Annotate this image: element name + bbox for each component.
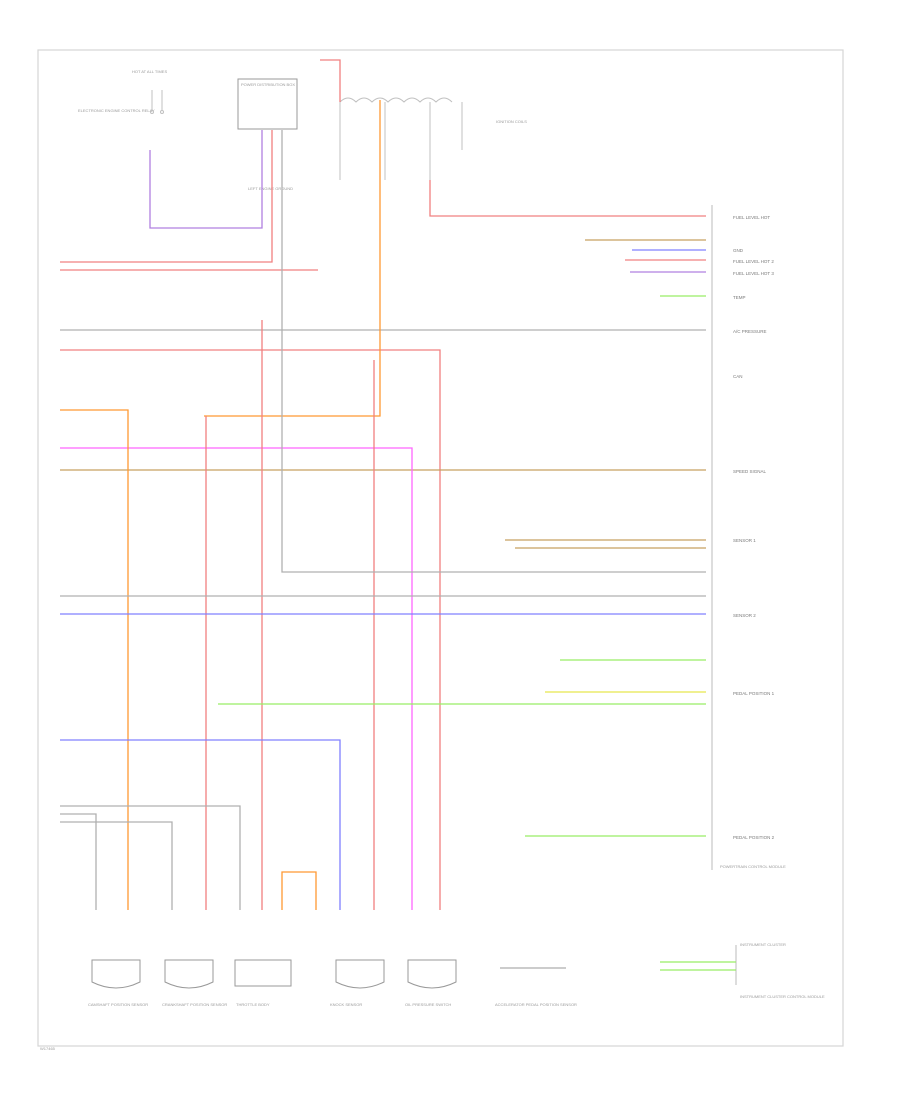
component-box-5 xyxy=(407,959,457,989)
component-label-3: THROTTLE BODY xyxy=(236,1002,270,1007)
wire-gray-rail-3 xyxy=(281,130,706,573)
fuse-symbols xyxy=(150,90,164,114)
wire-red-top xyxy=(429,180,706,217)
wire-red-rail-1 xyxy=(60,130,273,263)
wire-pink-rail xyxy=(60,447,413,910)
junction-box xyxy=(237,78,298,130)
relay-label: ELECTRONIC ENGINE CONTROL RELAY xyxy=(78,108,155,113)
component-label-5: OIL PRESSURE SWITCH xyxy=(405,1002,451,1007)
instrument-cluster: INSTRUMENT CLUSTER INSTRUMENT CLUSTER CO… xyxy=(660,942,825,999)
diagram-frame xyxy=(37,49,844,1047)
pin-label-9: SENSOR 1 xyxy=(733,538,756,543)
component-box-1 xyxy=(91,959,141,989)
pin-label-5: TEMP xyxy=(733,295,746,300)
ignition-label: IGNITION COILS xyxy=(496,119,527,124)
pin-label-4: FUEL LEVEL HOT 3 xyxy=(733,271,774,276)
bottom-components xyxy=(91,959,566,989)
pin-label-1: FUEL LEVEL HOT xyxy=(733,215,770,220)
component-box-2 xyxy=(164,959,214,989)
cluster-caption: INSTRUMENT CLUSTER CONTROL MODULE xyxy=(740,994,825,999)
wire-gray-bottom-2 xyxy=(60,813,97,910)
junction-label: POWER DISTRIBUTION BOX xyxy=(241,82,295,87)
pin-label-12: PEDAL POSITION 2 xyxy=(733,835,775,840)
component-label-6: ACCELERATOR PEDAL POSITION SENSOR xyxy=(495,1002,577,1007)
wires xyxy=(60,59,706,910)
wire-gray-bottom-3 xyxy=(60,821,173,910)
pin-label-7: CAN xyxy=(733,374,743,379)
fuse-label: HOT AT ALL TIMES xyxy=(132,69,167,74)
component-label-1: CAMSHAFT POSITION SENSOR xyxy=(88,1002,148,1007)
pin-label-6: A/C PRESSURE xyxy=(733,329,767,334)
wire-red-rail-3 xyxy=(60,349,441,910)
bottom-labels: CAMSHAFT POSITION SENSOR CRANKSHAFT POSI… xyxy=(88,1002,577,1007)
wire-blue-2 xyxy=(60,739,341,910)
ignition-coil-chain xyxy=(339,97,463,180)
figure-code: W17465 xyxy=(40,1046,56,1051)
wire-orange-knock xyxy=(281,871,317,910)
ground-label: LEFT ENGINE GROUND xyxy=(248,186,293,191)
module-connector: POWERTRAIN CONTROL MODULE xyxy=(711,205,786,870)
component-label-4: KNOCK SENSOR xyxy=(330,1002,362,1007)
module-caption: POWERTRAIN CONTROL MODULE xyxy=(720,864,786,869)
wire-violet-relay xyxy=(149,130,263,229)
wire-gray-bottom-1 xyxy=(60,805,241,910)
wire-orange-2 xyxy=(204,100,381,417)
right-pin-labels: FUEL LEVEL HOT GND FUEL LEVEL HOT 2 FUEL… xyxy=(733,215,775,840)
pin-label-11: PEDAL POSITION 1 xyxy=(733,691,775,696)
component-box-4 xyxy=(335,959,385,989)
pin-label-2: GND xyxy=(733,248,744,253)
component-label-2: CRANKSHAFT POSITION SENSOR xyxy=(162,1002,227,1007)
wire-red-vertical-main xyxy=(320,59,341,102)
pin-label-8: SPEED SIGNAL xyxy=(733,469,767,474)
wire-orange-1 xyxy=(60,409,129,910)
pin-label-3: FUEL LEVEL HOT 2 xyxy=(733,259,774,264)
pin-label-10: SENSOR 2 xyxy=(733,613,756,618)
component-box-3 xyxy=(234,959,292,987)
cluster-header: INSTRUMENT CLUSTER xyxy=(740,942,786,947)
